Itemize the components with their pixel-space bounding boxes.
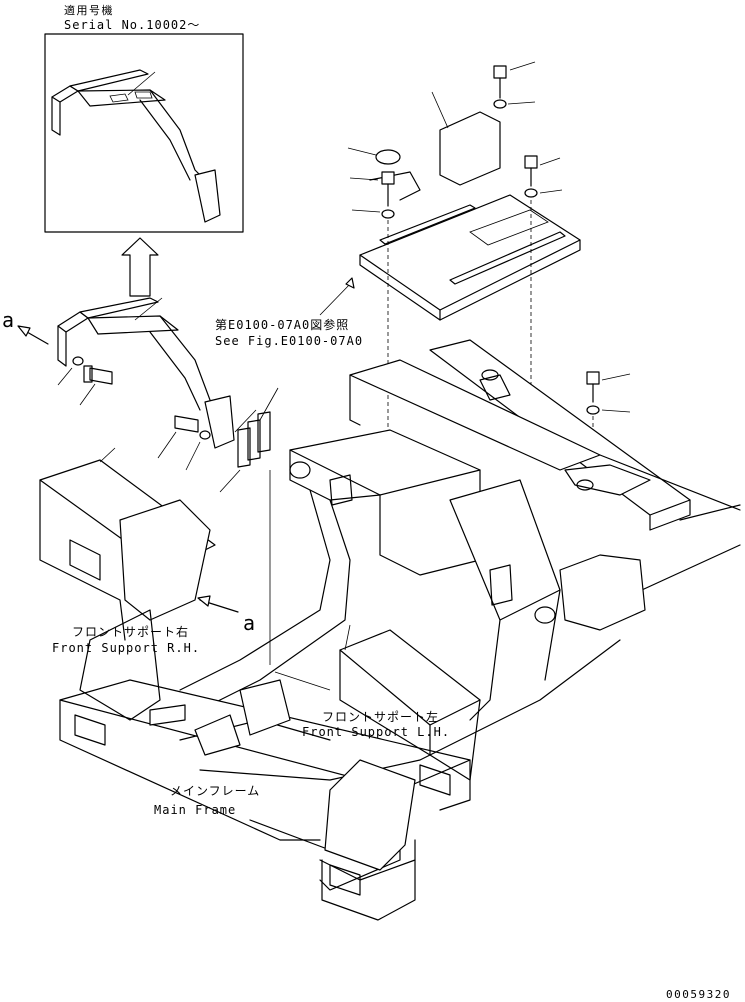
serial-title-jp: 適用号機 [64,4,114,17]
front-support-rh-jp: フロントサポート右 [72,625,190,639]
serial-inset [44,33,244,233]
bolt-washer-right [586,371,631,470]
front-support-lh-jp: フロントサポート左 [322,710,440,724]
main-frame-jp: メインフレーム [170,784,261,798]
reference-jp: 第E0100-07A0図参照 [215,318,350,332]
view-arrow-right-icon [197,595,239,613]
shims [219,387,279,665]
view-arrow-left-icon [17,325,49,345]
drawing-number: 00059320 [666,988,731,1001]
up-arrow-icon [121,237,159,297]
reference-en: See Fig.E0100-07A0 [215,334,364,348]
main-frame-en: Main Frame [154,803,237,817]
top-cover [319,61,581,460]
front-support-lh-en: Front Support L.H. [302,725,451,739]
view-a-left-label: a [2,308,16,332]
view-a-right-label: a [243,611,257,635]
serial-number: Serial No.10002～ [64,18,201,32]
front-bracket [57,297,257,449]
front-support-rh-en: Front Support R.H. [52,641,201,655]
main-frame [39,339,741,921]
bolt-washer-left [57,356,211,471]
